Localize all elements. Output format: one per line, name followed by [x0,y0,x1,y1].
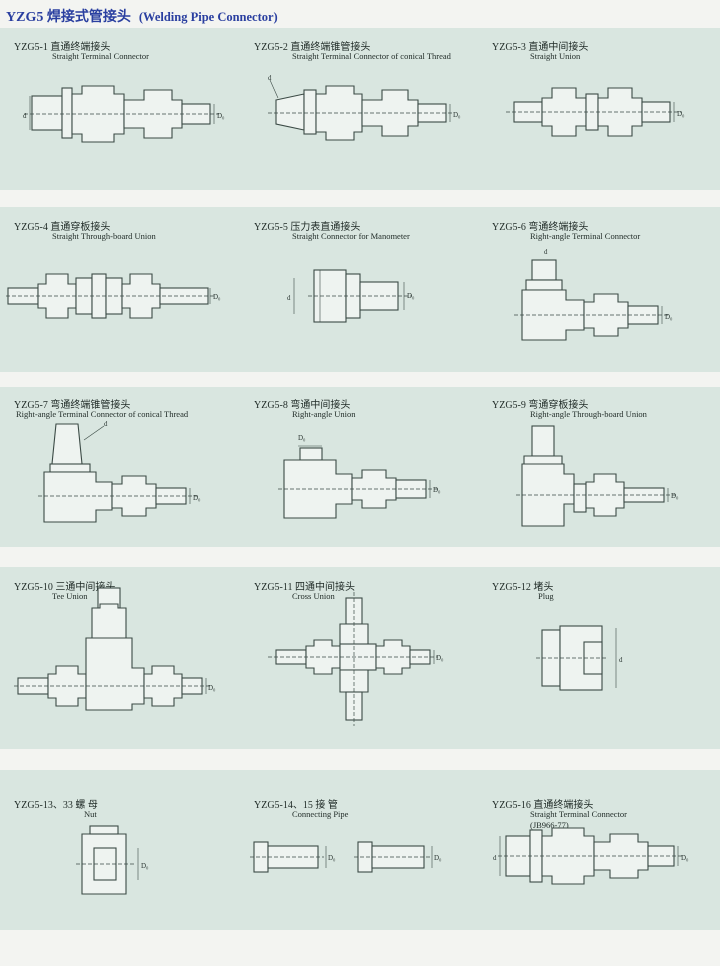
svg-text:D₀: D₀ [208,684,216,692]
item-code: YZG5-9 弯通穿板接头 [492,400,589,411]
item-name: Connecting Pipe [292,809,349,819]
svg-text:D₀: D₀ [298,434,306,442]
item-code: YZG5-7 弯通终端锥管接头 [14,400,131,411]
item-yzg5-10: YZG5-10 三通中间接头 Tee Union D₀ [14,578,244,748]
item-name: Cross Union [292,591,335,601]
straight-terminal-jb-drawing: d D₀ [493,827,689,885]
item-name: Right-angle Union [292,409,356,419]
item-name: Right-angle Terminal Connector [530,231,641,241]
right-angle-conical-drawing: d D₀ [38,420,201,523]
svg-text:D₀: D₀ [141,862,149,870]
right-angle-terminal-drawing: d D₀ [514,248,673,341]
svg-text:D₀: D₀ [328,854,336,862]
item-standard: (JB966-77) [530,820,569,830]
svg-text:D₀: D₀ [671,492,679,500]
svg-text:D₀: D₀ [665,313,673,321]
svg-text:D₀: D₀ [217,112,225,120]
item-yzg5-7: YZG5-7 弯通终端锥管接头 Right-angle Terminal Con… [14,396,244,566]
item-code: YZG5-10 三通中间接头 [14,582,116,593]
svg-text:D₀: D₀ [677,110,685,118]
through-board-union-drawing: D₀ [6,273,221,319]
item-name: Straight Union [530,51,581,61]
svg-text:d: d [544,248,548,256]
tee-union-drawing: D₀ [14,587,216,711]
svg-text:D₀: D₀ [193,494,201,502]
item-yzg5-2: YZG5-2 直通终端锥管接头 Straight Terminal Connec… [254,38,484,208]
item-yzg5-13: YZG5-13、33 螺 母 Nut D₀ [14,796,244,966]
item-yzg5-6: YZG5-6 弯通终端接头 Right-angle Terminal Conne… [492,218,720,388]
svg-text:D₀: D₀ [453,111,461,119]
page-title: YZG5 焊接式管接头 (Welding Pipe Connector) [6,6,278,26]
svg-text:d: d [619,656,623,664]
item-yzg5-5: YZG5-5 压力表直通接头 Straight Connector for Ma… [254,218,484,388]
item-name: Straight Terminal Connector [530,809,627,819]
item-yzg5-8: YZG5-8 弯通中间接头 Right-angle Union D₀ D₀ [254,396,484,566]
item-code: YZG5-11 四通中间接头 [254,582,356,593]
nut-drawing: D₀ [76,825,149,895]
item-name: Straight Terminal Connector of conical T… [292,51,451,61]
item-yzg5-9: YZG5-9 弯通穿板接头 Right-angle Through-board … [492,396,720,566]
item-name: Nut [84,809,97,819]
item-name: Straight Terminal Connector [52,51,149,61]
item-name: Straight Connector for Manometer [292,231,410,241]
item-code: YZG5-14、15 接 管 [254,800,338,811]
svg-text:D₀: D₀ [681,854,689,862]
svg-text:d: d [493,854,497,862]
item-code: YZG5-6 弯通终端接头 [492,222,589,233]
item-code: YZG5-1 直通终端接头 [14,42,111,53]
svg-text:d: d [23,112,27,120]
conical-thread-connector-drawing: d D₀ [268,74,461,141]
item-yzg5-14-15: YZG5-14、15 接 管 Connecting Pipe D₀ D₀ [250,796,484,966]
item-yzg5-4: YZG5-4 直通穿板接头 Straight Through-board Uni… [6,218,244,388]
item-name: Tee Union [52,591,88,601]
item-name: Plug [538,591,554,601]
svg-text:d: d [104,420,108,428]
item-yzg5-3: YZG5-3 直通中间接头 Straight Union D₀ [492,38,720,208]
item-yzg5-12: YZG5-12 堵头 Plug d [492,578,720,748]
straight-union-drawing: D₀ [506,87,685,137]
item-code: YZG5-12 堵头 [492,582,554,593]
connecting-pipe-drawing: D₀ D₀ [250,841,442,873]
title-chinese: YZG5 焊接式管接头 [6,10,131,25]
row-band-3 [0,387,720,547]
item-yzg5-11: YZG5-11 四通中间接头 Cross Union D₀ [254,578,484,748]
item-code: YZG5-16 直通终端接头 [492,800,594,811]
item-name: Right-angle Through-board Union [530,409,647,419]
item-code: YZG5-13、33 螺 母 [14,800,98,811]
item-code: YZG5-2 直通终端锥管接头 [254,42,371,53]
item-yzg5-16: YZG5-16 直通终端接头 Straight Terminal Connect… [492,796,720,966]
svg-text:d: d [268,74,272,82]
title-english: (Welding Pipe Connector) [138,10,278,24]
item-code: YZG5-8 弯通中间接头 [254,400,351,411]
cross-union-drawing: D₀ [268,592,444,726]
plug-drawing: d [536,625,623,691]
item-code: YZG5-4 直通穿板接头 [14,222,111,233]
item-yzg5-1: YZG5-1 直通终端接头 Straight Terminal Connecto… [14,38,244,208]
manometer-connector-drawing: d D₀ [287,269,415,323]
right-angle-through-board-drawing: D₀ [516,425,679,527]
svg-text:D₀: D₀ [213,293,221,301]
item-name: Right-angle Terminal Connector of conica… [16,409,189,419]
svg-text:D₀: D₀ [433,486,441,494]
item-code: YZG5-5 压力表直通接头 [254,222,361,233]
item-name: Straight Through-board Union [52,231,156,241]
right-angle-union-drawing: D₀ D₀ [278,434,441,519]
svg-text:d: d [287,294,291,302]
svg-text:D₀: D₀ [436,654,444,662]
item-code: YZG5-3 直通中间接头 [492,42,589,53]
straight-terminal-connector-drawing: d D₀ [23,85,225,143]
svg-text:D₀: D₀ [407,292,415,300]
svg-text:D₀: D₀ [434,854,442,862]
